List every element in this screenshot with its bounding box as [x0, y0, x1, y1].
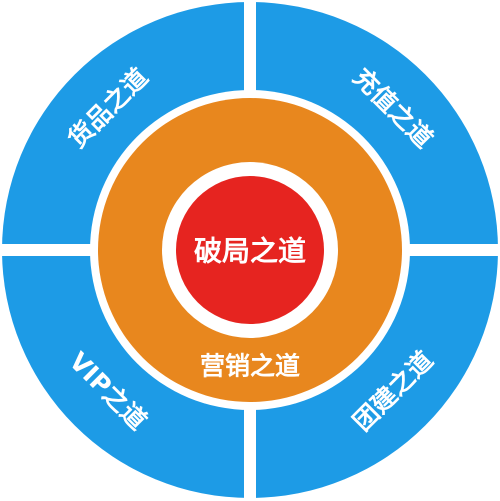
center-label: 破局之道 — [194, 235, 306, 268]
center-circle — [176, 176, 324, 324]
middle-ring-label: 营销之道 — [200, 352, 300, 381]
